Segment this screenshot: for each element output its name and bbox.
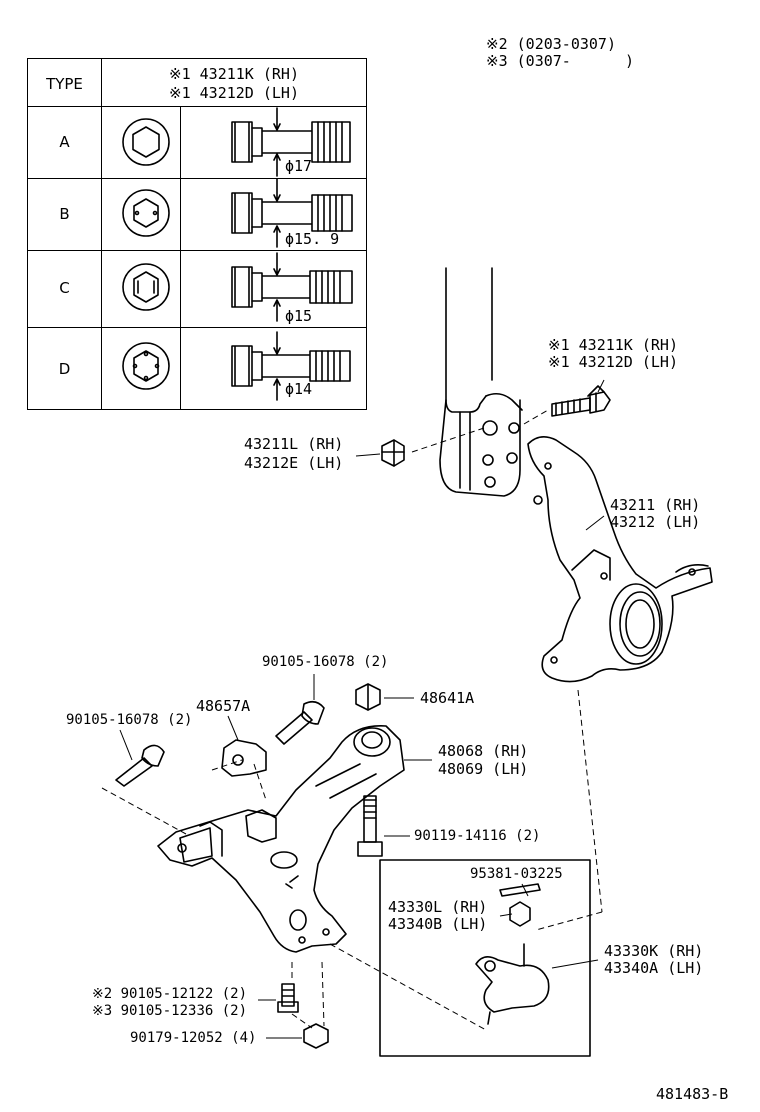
type-letter: D <box>58 360 71 378</box>
table-row: B <box>28 178 366 250</box>
label-bj-nut-rh: 43330L (RH) <box>388 898 488 916</box>
label-knuckle-rh: 43211 (RH) <box>610 496 701 514</box>
label-bj-nut-lh: 43340B (LH) <box>388 915 488 933</box>
label-bolt-90119: 90119-14116 (2) <box>414 828 541 844</box>
diameter-label: ϕ15. 9 <box>285 230 340 248</box>
bolt-90105-left-drawing <box>115 744 165 787</box>
table-row: C <box>28 250 366 327</box>
diameter-label: ϕ15 <box>285 307 313 325</box>
table-header-pn-rh: ※1 43211K (RH) <box>169 65 299 83</box>
label-bolt-12336: ※3 90105-12336 (2) <box>92 1003 248 1019</box>
bolt-90119-drawing <box>357 795 383 857</box>
strut-drawing <box>439 267 523 497</box>
ball-joint-drawing <box>475 883 550 1025</box>
label-bolt-lh: ※1 43212D (LH) <box>548 353 678 371</box>
bolt-type-b-drawing <box>122 178 353 248</box>
knuckle-nut-drawing <box>381 439 405 467</box>
knuckle-bolt-drawing <box>551 385 611 417</box>
label-knuckle-lh: 43212 (LH) <box>610 513 701 531</box>
bolt-type-a-drawing <box>122 107 351 177</box>
label-nut-rh: 43211L (RH) <box>244 435 344 453</box>
table-divider <box>180 106 181 409</box>
label-bracket-48657a: 48657A <box>196 697 251 715</box>
note-2: ※2 (0203-0307) <box>486 35 616 53</box>
nut-90179-drawing <box>303 1023 329 1049</box>
table-header-pn-lh: ※1 43212D (LH) <box>169 84 299 102</box>
table-row: D <box>28 327 366 409</box>
bolt-90105-top-drawing <box>275 700 325 745</box>
figure-id: 481483-B <box>656 1085 729 1103</box>
label-nut-lh: 43212E (LH) <box>244 454 344 472</box>
label-nut-12052: 90179-12052 (4) <box>130 1030 257 1046</box>
table-row: A <box>28 106 366 178</box>
diameter-label: ϕ17 <box>285 157 313 175</box>
label-pin: 95381-03225 <box>470 866 563 882</box>
nut-48641a-drawing <box>355 683 381 711</box>
label-bj-rh: 43330K (RH) <box>604 942 704 960</box>
label-bolt-90105-top: 90105-16078 (2) <box>262 654 389 670</box>
bolt-90105-12122-drawing <box>277 983 299 1013</box>
bolt-type-table: TYPE ※1 43211K (RH) ※1 43212D (LH) A B C… <box>27 58 367 410</box>
label-arm-rh: 48068 (RH) <box>438 742 529 760</box>
label-bolt-rh: ※1 43211K (RH) <box>548 336 678 354</box>
note-3: ※3 (0307- ) <box>486 52 635 70</box>
type-letter: B <box>59 205 70 223</box>
bracket-48657a-drawing <box>221 739 267 777</box>
label-arm-lh: 48069 (LH) <box>438 760 529 778</box>
bolt-type-c-drawing <box>122 252 353 322</box>
ball-joint-box <box>379 859 591 1057</box>
type-letter: C <box>59 279 70 297</box>
type-letter: A <box>59 133 70 151</box>
steering-knuckle-drawing <box>527 436 713 683</box>
diameter-label: ϕ14 <box>285 380 313 398</box>
label-nut-48641a: 48641A <box>420 689 475 707</box>
bolt-type-d-drawing <box>122 331 351 401</box>
table-header-type: TYPE <box>46 75 83 93</box>
label-bj-lh: 43340A (LH) <box>604 959 704 977</box>
table-divider <box>101 59 102 409</box>
lower-control-arm-drawing <box>157 725 405 953</box>
label-bolt-12122: ※2 90105-12122 (2) <box>92 986 248 1002</box>
label-bolt-90105-left: 90105-16078 (2) <box>66 712 193 728</box>
